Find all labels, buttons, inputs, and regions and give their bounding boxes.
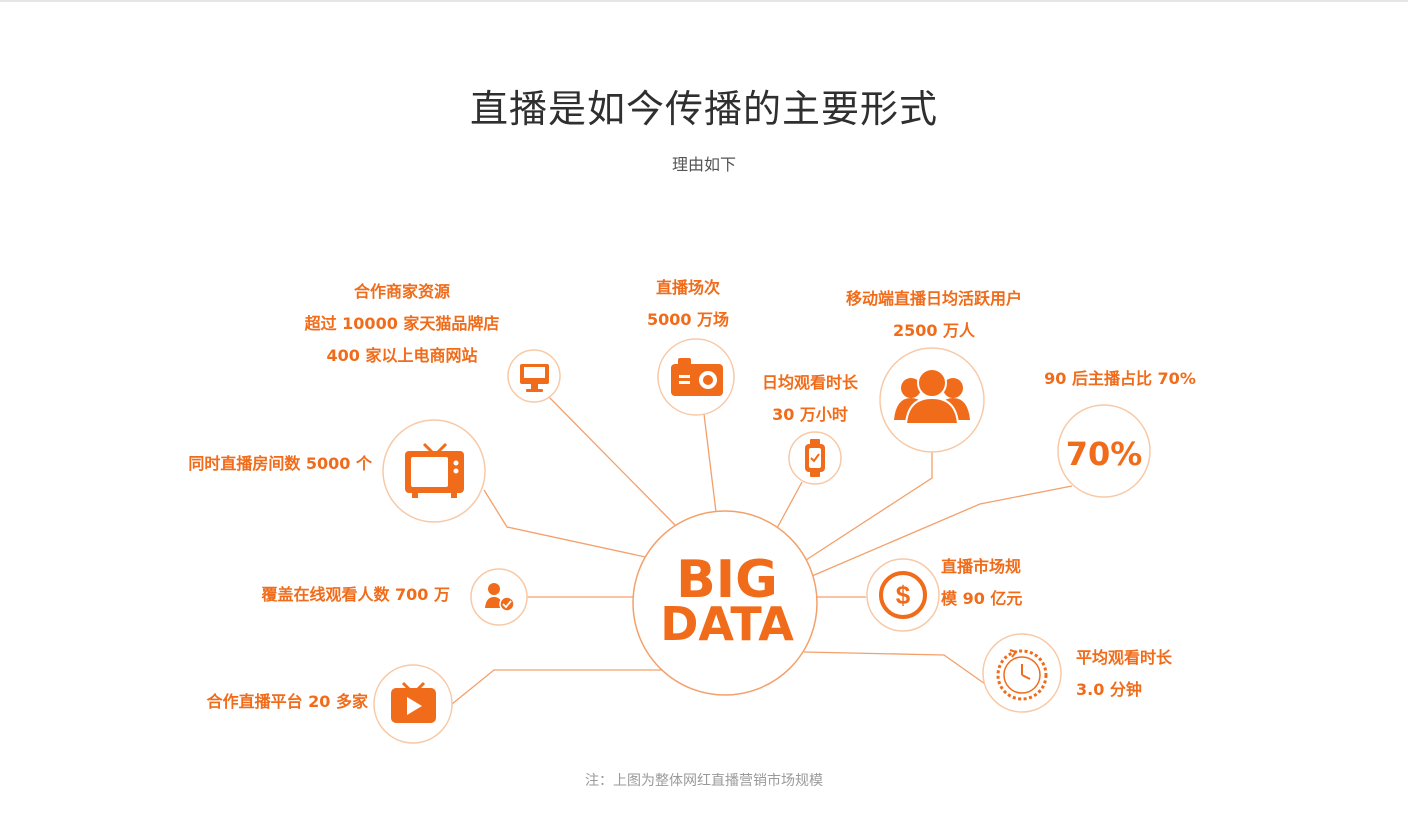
tv-icon (405, 442, 464, 498)
label-market-line1: 直播市场规 (941, 557, 1022, 576)
label-post90-line1: 90 后主播占比 70% (1044, 369, 1196, 388)
label-market-line2: 模 90 亿元 (941, 589, 1023, 608)
play-tv-icon (391, 681, 436, 723)
page-title: 直播是如今传播的主要形式 (469, 87, 938, 131)
connector-post90 (811, 485, 1073, 577)
label-merchants-line3: 400 家以上电商网站 (326, 346, 478, 365)
label-mobile-users-line1: 移动端直播日均活跃用户 (845, 289, 1022, 308)
center-circle (632, 510, 818, 696)
top-divider (0, 0, 1408, 2)
label-coverage: 覆盖在线观看人数 700 万 (200, 579, 450, 611)
label-sessions-line1: 直播场次 (655, 278, 720, 297)
dollar-icon: $ (879, 571, 927, 619)
center-text-big: BIG (676, 550, 778, 610)
user-check-icon (485, 583, 515, 612)
center-text-data: DATA (660, 597, 794, 651)
svg-text:$: $ (896, 580, 911, 610)
label-rooms: 同时直播房间数 5000 个 (120, 448, 372, 480)
label-coverage-line1: 覆盖在线观看人数 700 万 (261, 585, 450, 604)
connector-mobile-users (805, 452, 933, 561)
label-avg-time: 平均观看时长 3.0 分钟 (1076, 642, 1216, 706)
connector-avg-time (803, 651, 989, 687)
label-merchants: 合作商家资源 超过 10000 家天猫品牌店 400 家以上电商网站 (282, 276, 522, 372)
label-sessions: 直播场次 5000 万场 (628, 272, 748, 336)
label-market: 直播市场规 模 90 亿元 (941, 551, 1061, 615)
label-watch-time-line2: 30 万小时 (772, 405, 848, 424)
label-mobile-users: 移动端直播日均活跃用户 2500 万人 (822, 283, 1046, 347)
monitor-icon (520, 364, 549, 392)
page-subtitle: 理由如下 (671, 155, 736, 174)
label-sessions-line2: 5000 万场 (646, 310, 730, 329)
node-circle-post90 (1057, 404, 1151, 498)
connector-platforms (451, 669, 664, 705)
connector-rooms (483, 489, 651, 559)
label-post90: 90 后主播占比 70% (1030, 363, 1210, 395)
label-platforms-line1: 合作直播平台 20 多家 (206, 692, 368, 711)
label-rooms-line1: 同时直播房间数 5000 个 (188, 454, 372, 473)
label-platforms: 合作直播平台 20 多家 (150, 686, 368, 718)
footnote: 注：上图为整体网红直播营销市场规模 (585, 773, 823, 789)
node-circle-coverage (470, 568, 528, 626)
connector-lines (451, 395, 1073, 705)
connector-sessions (703, 413, 717, 513)
center-node (632, 510, 818, 696)
label-mobile-users-line2: 2500 万人 (892, 321, 976, 340)
smartwatch-icon (805, 439, 825, 477)
users-icon (894, 368, 970, 425)
label-watch-time-line1: 日均观看时长 (761, 373, 858, 392)
label-merchants-line1: 合作商家资源 (353, 282, 450, 301)
camera-icon (671, 358, 723, 396)
label-avg-time-line2: 3.0 分钟 (1076, 680, 1142, 699)
connector-merchants (547, 395, 677, 527)
label-avg-time-line1: 平均观看时长 (1076, 648, 1173, 667)
label-merchants-line2: 超过 10000 家天猫品牌店 (304, 314, 500, 333)
connector-watch-time (775, 481, 803, 531)
percent-badge: 70% (1066, 435, 1143, 473)
label-watch-time: 日均观看时长 30 万小时 (750, 367, 870, 431)
clock-icon (996, 649, 1048, 701)
